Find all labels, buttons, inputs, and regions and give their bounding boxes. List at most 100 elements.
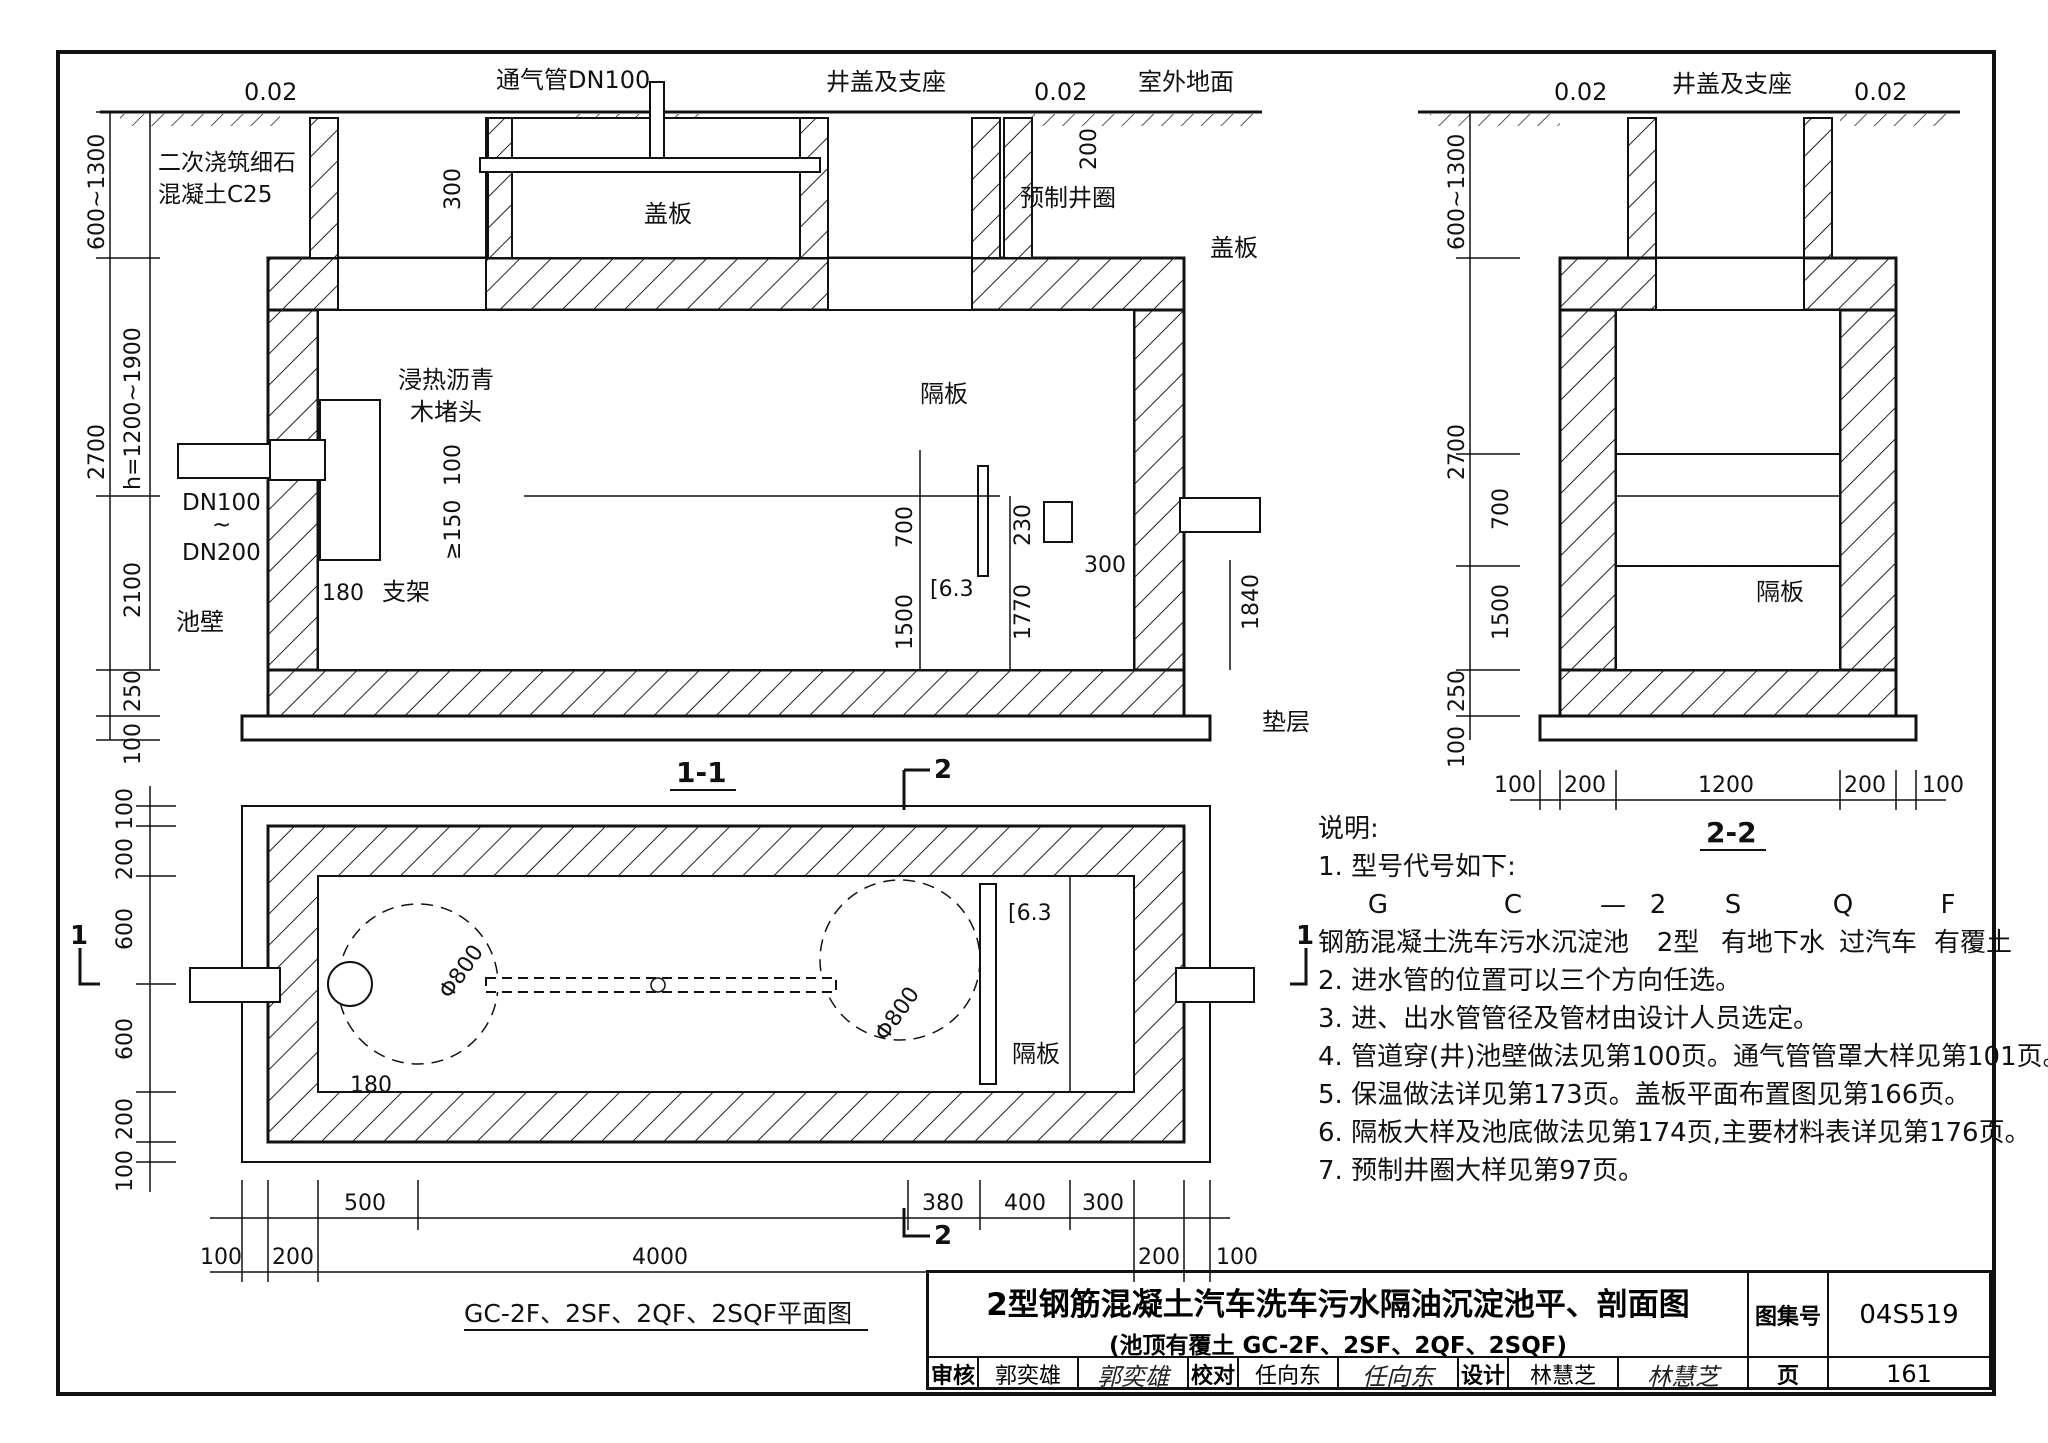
plan-vent-riser <box>650 977 666 993</box>
section-name-2-2: 2-2 <box>1706 816 1757 849</box>
drawing-subtitle: (池顶有覆土 GC-2F、2SF、2QF、2SQF) <box>1109 1333 1567 1359</box>
model-meaning: 洗车污水沉淀池 <box>1446 928 1629 958</box>
plan-dim-h300: 300 <box>1082 1191 1124 1216</box>
notes-panel: 说明: 1. 型号代号如下: G C — 2 S Q F 钢筋混凝土 洗车污水沉… <box>1318 810 2048 1190</box>
plan-dim-v200b: 200 <box>113 1098 138 1140</box>
plan-dim-h400: 400 <box>1004 1191 1046 1216</box>
label-secondary-concrete-1: 二次浇筑细石 <box>158 150 296 176</box>
dim-1770: 1770 <box>1011 584 1036 640</box>
model-code: S <box>1724 890 1742 920</box>
label-vent-pipe: 通气管DN100 <box>496 66 650 94</box>
plan-dim-v100b: 100 <box>113 1150 138 1192</box>
plan-dim-h200b: 200 <box>1138 1245 1180 1270</box>
label-cover-seat-2: 井盖及支座 <box>1672 70 1792 98</box>
outlet-pipe <box>1179 497 1261 533</box>
plan-dim-h200a: 200 <box>272 1245 314 1270</box>
model-code: F <box>1940 890 1956 920</box>
label-cushion: 垫层 <box>1262 708 1310 736</box>
partition-2 <box>1615 453 1841 567</box>
plan-dim-h100a: 100 <box>200 1245 242 1270</box>
section-2-2: 井盖及支座 0.02 0.02 隔板 2-2 600~1300 2700 700… <box>1418 70 1964 851</box>
plan-name: GC-2F、2SF、2QF、2SQF平面图 <box>464 1299 852 1328</box>
model-meaning-row: 钢筋混凝土 洗车污水沉淀池 2型 有地下水 过汽车 有覆土 <box>1318 924 2018 962</box>
checker-signature: 任向东 <box>1339 1358 1459 1391</box>
label-partition-2: 隔板 <box>1756 578 1804 606</box>
label-pipe-dn-1: DN100 <box>182 490 261 516</box>
dim-250-2: 250 <box>1445 670 1470 712</box>
plan-dim-v600a: 600 <box>113 908 138 950</box>
inlet-tee <box>319 399 381 561</box>
checker-name: 任向东 <box>1239 1358 1339 1390</box>
dim-1500-2: 1500 <box>1489 584 1514 640</box>
plan-section-mark-2b: 2 <box>934 1221 952 1251</box>
design-label: 设计 <box>1459 1358 1509 1390</box>
ground-hatch-2b <box>1840 114 1950 126</box>
notes-line-2: 2. 进水管的位置可以三个方向任选。 <box>1318 966 1742 996</box>
label-asphalt-1: 浸热沥青 <box>398 366 494 394</box>
slab-opening-2 <box>1655 257 1805 311</box>
outlet-sump <box>1043 501 1073 543</box>
model-code: G <box>1367 890 1389 920</box>
cushion-2 <box>1538 714 1918 742</box>
dim-w1200: 1200 <box>1698 773 1754 798</box>
label-precast-ring: 预制井圈 <box>1020 184 1116 212</box>
model-code: 2 <box>1649 890 1667 920</box>
drawing-title: 2型钢筋混凝土汽车洗车污水隔油沉淀池平、剖面图 <box>986 1287 1690 1323</box>
model-meaning: 有地下水 <box>1720 928 1825 958</box>
designer-signature: 林慧芝 <box>1619 1358 1749 1391</box>
plan-dim-v200a: 200 <box>113 838 138 880</box>
review-label: 审核 <box>929 1358 979 1390</box>
notes-line-6: 6. 隔板大样及池底做法见第174页,主要材料表详见第176页。 <box>1318 1118 2031 1148</box>
model-code: Q <box>1832 890 1854 920</box>
dimension-lines-1-1 <box>96 111 1231 741</box>
inlet-tee-branch <box>269 439 326 481</box>
notes-line-7: 7. 预制井圈大样见第97页。 <box>1318 1156 1645 1186</box>
plan-dim-v100a: 100 <box>113 788 138 830</box>
tank-bottom-slab <box>266 668 1186 718</box>
atlas-number: 04S519 <box>1829 1273 1989 1358</box>
dim-2700-2: 2700 <box>1445 424 1470 480</box>
page-number: 161 <box>1886 1360 1932 1388</box>
section-name-1-1: 1-1 <box>676 756 727 789</box>
inlet-pipe <box>177 443 279 479</box>
notes-line-4: 4. 管道穿(井)池壁做法见第100页。通气管管罩大样见第101页。 <box>1318 1042 2048 1072</box>
tank-right-wall <box>1132 308 1186 672</box>
dim-700: 700 <box>893 506 918 548</box>
dimension-lines-2-2 <box>1456 111 1946 810</box>
title-area: 2型钢筋混凝土汽车洗车污水隔油沉淀池平、剖面图 (池顶有覆土 GC-2F、2SF… <box>929 1273 1749 1359</box>
plan-dim-h180: 180 <box>350 1073 392 1098</box>
model-meaning: 过汽车 <box>1838 928 1917 958</box>
label-partition: 隔板 <box>920 380 968 408</box>
mid-shaft-wall-r <box>799 117 829 259</box>
plan-section-mark-2t: 2 <box>934 755 952 785</box>
plan-dim-h500: 500 <box>344 1191 386 1216</box>
dim-cover-depth: 600~1300 <box>85 134 110 250</box>
notes-heading: 说明: <box>1318 814 1379 844</box>
model-code-row: G C — 2 S Q F <box>1318 886 2018 924</box>
plan-section-mark-1l: 1 <box>70 921 88 951</box>
plan-partition-label: 隔板 <box>1012 1040 1060 1068</box>
vent-pipe <box>649 81 665 169</box>
right-wall-2 <box>1838 308 1898 672</box>
slab-opening-right <box>827 257 973 311</box>
label-pool-wall: 池壁 <box>176 608 224 636</box>
dim-w100b: 100 <box>1922 773 1964 798</box>
cushion-layer <box>240 714 1212 742</box>
notes-line-1: 1. 型号代号如下: <box>1318 852 1516 882</box>
dim-top-left-2: 0.02 <box>1554 78 1607 106</box>
dim-2100: 2100 <box>121 562 146 618</box>
model-code: — <box>1600 890 1626 920</box>
model-meaning: 钢筋混凝土 <box>1318 928 1449 958</box>
dim-cover-depth-2: 600~1300 <box>1445 134 1470 250</box>
plan-inlet-pipe <box>189 967 281 1003</box>
label-channel: [6.3 <box>930 577 974 602</box>
label-pipe-dn-2: DN200 <box>182 540 261 566</box>
dim-1500: 1500 <box>893 594 918 650</box>
dim-100b: 100 <box>441 444 466 486</box>
reviewer-name: 郭奕雄 <box>979 1358 1079 1390</box>
check-label: 校对 <box>1189 1358 1239 1390</box>
dim-200: 200 <box>1077 128 1102 170</box>
label-cover-plate-2: 盖板 <box>1210 234 1258 262</box>
dim-300b: 300 <box>1084 553 1126 578</box>
dim-h-range: h=1200~1900 <box>121 327 146 490</box>
